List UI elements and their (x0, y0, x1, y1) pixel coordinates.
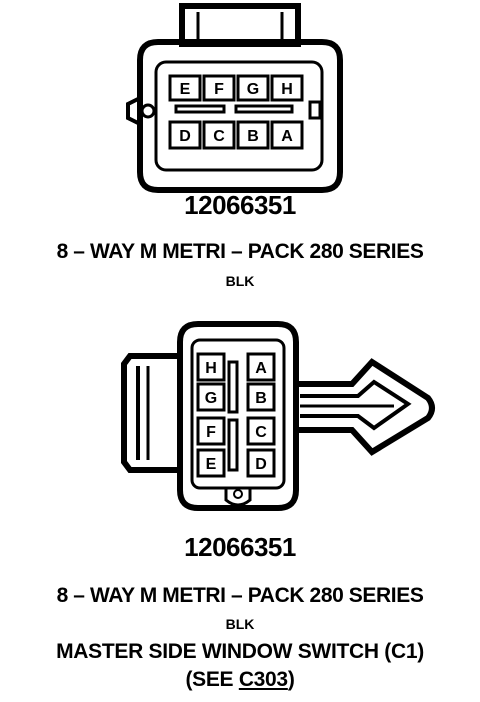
pin-label: H (281, 81, 293, 98)
pin-cell (246, 382, 276, 412)
pin-cell (196, 416, 226, 446)
pin-cell (196, 448, 226, 478)
see-c303-link[interactable]: C303 (238, 668, 288, 691)
see-prefix: (SEE (185, 668, 239, 691)
pin-cell (246, 352, 276, 382)
pin-label: D (255, 456, 267, 473)
pin-label: B (247, 128, 259, 145)
top-connector-lock-tab (126, 96, 141, 126)
bottom-connector-pin-labels: H G F E A B C D (205, 360, 267, 473)
pin-cell (202, 120, 236, 150)
pin-cell (246, 416, 276, 446)
top-connector-body (137, 39, 343, 193)
bottom-connector-boot (121, 353, 180, 473)
top-part-number: 12066351 (184, 190, 296, 220)
top-connector-slot (174, 104, 226, 114)
pin-label: F (206, 424, 216, 441)
pin-cell (168, 120, 202, 150)
pin-cell (270, 120, 304, 150)
bottom-wire-color: BLK (225, 616, 255, 632)
top-connector-slot (234, 104, 294, 114)
pin-cell (236, 74, 270, 102)
bottom-connector (121, 321, 435, 511)
pin-label: E (180, 81, 191, 98)
see-reference: (SEE C303) (0, 668, 480, 692)
pin-cell (236, 120, 270, 150)
pin-label: C (255, 424, 267, 441)
pin-label: H (205, 360, 217, 377)
pin-label: A (281, 128, 293, 145)
pin-label: B (255, 390, 267, 407)
connector-title: MASTER SIDE WINDOW SWITCH (C1) (56, 640, 424, 663)
top-connector-inner (154, 60, 324, 172)
bottom-connector-latch (224, 488, 252, 507)
top-connector-right-mark (308, 100, 322, 120)
pin-label: E (206, 456, 217, 473)
see-suffix: ) (287, 668, 295, 691)
pin-label: A (255, 360, 267, 377)
pin-label: C (213, 128, 225, 145)
pin-cell (196, 382, 226, 412)
bottom-connector-clip-inner (300, 379, 412, 431)
top-connector (126, 3, 343, 193)
top-wire-color: BLK (225, 273, 255, 289)
pin-cell (168, 74, 202, 102)
bottom-connector-body (177, 321, 299, 511)
bottom-connector-slot (227, 418, 239, 472)
pin-label: G (247, 81, 259, 98)
top-connector-lock-hole (140, 103, 156, 119)
pin-cell (270, 74, 304, 102)
top-series-description: 8 – WAY M METRI – PACK 280 SERIES (56, 240, 424, 263)
pin-cell (202, 74, 236, 102)
pin-label: D (179, 128, 191, 145)
bottom-connector-inner (190, 338, 286, 490)
top-connector-pin-labels: E F G H D C B A (179, 81, 293, 145)
pin-cell (246, 448, 276, 478)
bottom-connector-slot (227, 360, 239, 414)
pin-cell (196, 352, 226, 382)
bottom-series-description: 8 – WAY M METRI – PACK 280 SERIES (56, 584, 424, 607)
bottom-part-number: 12066351 (184, 532, 296, 562)
pin-label: F (214, 81, 224, 98)
bottom-connector-latch-hole (233, 489, 243, 499)
pin-label: G (205, 390, 217, 407)
bottom-connector-clip (296, 358, 435, 456)
